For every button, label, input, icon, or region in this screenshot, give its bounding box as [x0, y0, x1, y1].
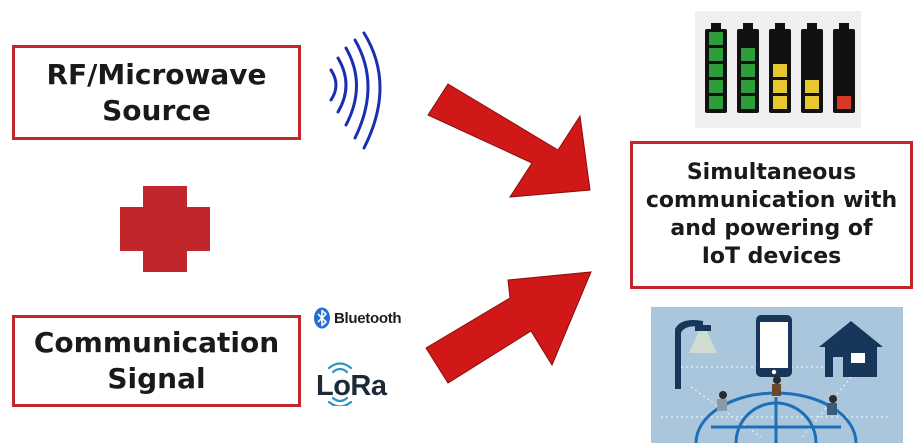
battery-segment	[741, 80, 755, 93]
battery-segment	[773, 64, 787, 77]
bluetooth-icon	[314, 307, 330, 329]
battery-icon	[769, 23, 791, 113]
battery-segment	[709, 64, 723, 77]
result-box-line1: Simultaneous	[686, 160, 857, 185]
battery-segment	[773, 80, 787, 93]
battery-segment	[837, 96, 851, 109]
radio-waves-icon	[329, 31, 382, 150]
battery-segment	[741, 96, 755, 109]
source-box: RF/Microwave Source	[12, 45, 301, 140]
iot-network-icon	[651, 307, 903, 443]
battery-icon	[705, 23, 727, 113]
people-icon	[717, 376, 837, 415]
signal-box: Communication Signal	[12, 315, 301, 407]
bluetooth-logo: Bluetooth	[312, 307, 402, 329]
arrow-lower	[425, 271, 592, 384]
battery-segment	[773, 96, 787, 109]
battery-segment	[709, 48, 723, 61]
result-box-line2: communication with	[645, 188, 898, 213]
battery-icon	[737, 23, 759, 113]
lora-signal-icon	[327, 362, 353, 406]
street-lamp-icon	[675, 320, 717, 389]
source-box-line1: RF/Microwave	[46, 57, 267, 91]
bluetooth-label: Bluetooth	[334, 309, 402, 327]
battery-segment	[741, 48, 755, 61]
battery-icon	[801, 23, 823, 113]
result-box: Simultaneous communication with and powe…	[630, 141, 913, 289]
iot-illustration	[661, 315, 891, 443]
battery-levels-graphic	[705, 23, 855, 113]
battery-levels-icon	[695, 11, 861, 128]
signal-box-line1: Communication	[33, 326, 280, 359]
source-box-line2: Source	[102, 93, 211, 127]
house-icon	[819, 321, 883, 377]
plus-icon	[120, 186, 210, 272]
battery-segment	[741, 64, 755, 77]
lora-label: LoRa	[316, 370, 387, 402]
battery-segment	[709, 80, 723, 93]
result-box-line4: IoT devices	[701, 244, 842, 269]
battery-icon	[833, 23, 855, 113]
arrow-upper	[427, 83, 591, 198]
smartphone-icon	[756, 315, 792, 377]
result-box-line3: and powering of	[670, 216, 873, 241]
battery-segment	[709, 32, 723, 45]
lora-logo: LoRa	[316, 362, 416, 406]
battery-segment	[805, 80, 819, 93]
signal-box-line2: Signal	[107, 362, 206, 395]
battery-segment	[805, 96, 819, 109]
battery-segment	[709, 96, 723, 109]
